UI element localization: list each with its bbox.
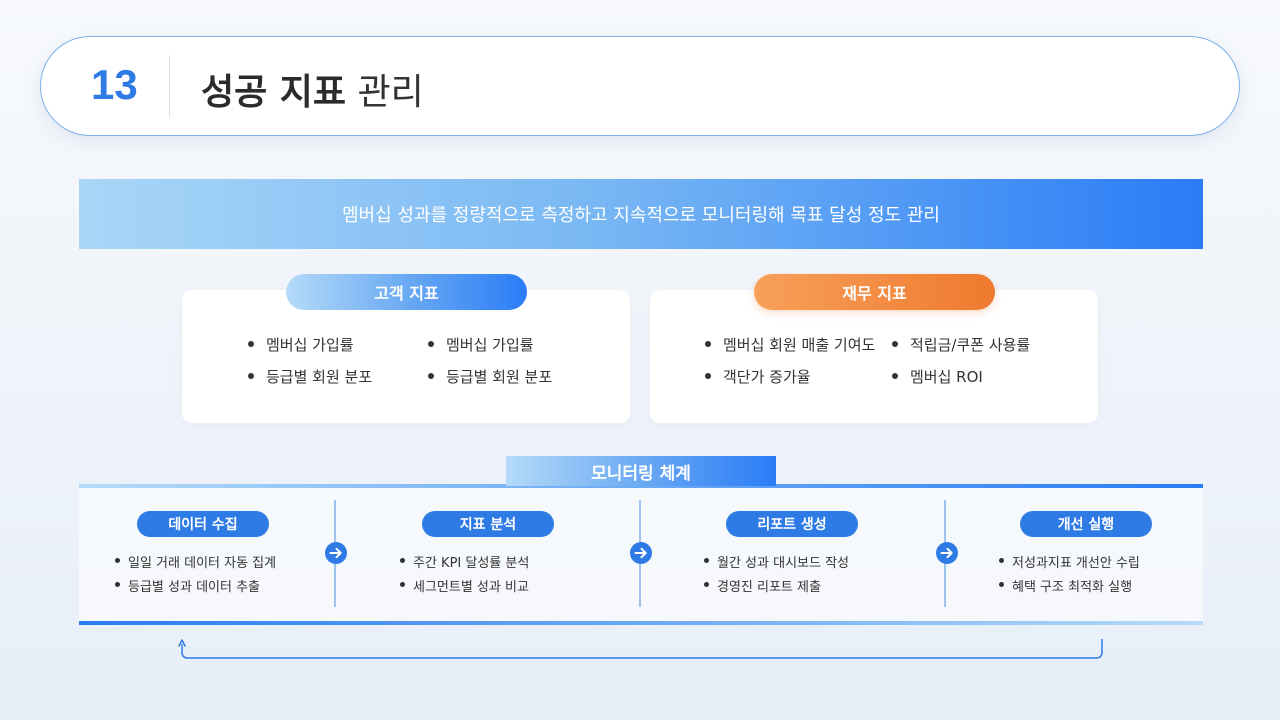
header-divider [169,55,170,117]
slide-number: 13 [91,61,138,108]
monitoring-label: 모니터링 체계 [506,456,776,486]
monitoring-top-line [79,484,1203,488]
list-item: 멤버십 회원 매출 기여도 [704,336,876,354]
list-item: 일일 거래 데이터 자동 집계 [114,552,276,571]
list-item: 혜택 구조 최적화 실행 [998,576,1132,595]
list-item: 등급별 회원 분포 [247,368,373,386]
slide-title-bold: 성공 지표 [201,72,347,113]
step-title-improvement: 개선 실행 [1020,511,1152,537]
financial-metrics-card [650,290,1098,423]
list-item: 객단가 증가율 [705,368,811,386]
financial-metrics-label: 재무 지표 [754,274,995,310]
list-item: 세그먼트별 성과 비교 [400,576,529,595]
slide-title: 성공 지표 관리 [201,63,424,115]
customer-metrics-card [182,290,630,423]
step-title-report-generation: 리포트 생성 [726,511,858,537]
list-item: 경영진 리포트 제출 [704,576,821,595]
list-item: 등급별 성과 데이터 추출 [115,576,260,595]
list-item: 주간 KPI 달성률 분석 [399,552,529,571]
monitoring-bottom-line [79,621,1203,625]
list-item: 멤버십 가입률 [248,336,354,354]
list-item: 월간 성과 대시보드 작성 [704,552,849,571]
list-item: 저성과지표 개선안 수립 [999,552,1140,571]
summary-banner-text: 멤버십 성과를 정량적으로 측정하고 지속적으로 모니터링해 목표 달성 정도 … [342,205,940,226]
step-title-data-collection: 데이터 수집 [137,511,269,537]
arrow-right-circle-icon [325,542,347,564]
list-item: 등급별 회원 분포 [427,368,553,386]
slide-title-light: 관리 [357,72,424,113]
list-item: 멤버십 ROI [892,368,983,386]
step-title-metric-analysis: 지표 분석 [422,511,554,537]
list-item: 멤버십 가입률 [428,336,534,354]
arrow-right-circle-icon [630,542,652,564]
loop-back-arrow-icon [178,639,1103,659]
list-item: 적립금/쿠폰 사용률 [891,336,1031,354]
customer-metrics-label: 고객 지표 [286,274,527,310]
summary-banner: 멤버십 성과를 정량적으로 측정하고 지속적으로 모니터링해 목표 달성 정도 … [79,179,1203,249]
slide-header: 13 성공 지표 관리 [40,36,1240,136]
arrow-right-circle-icon [936,542,958,564]
